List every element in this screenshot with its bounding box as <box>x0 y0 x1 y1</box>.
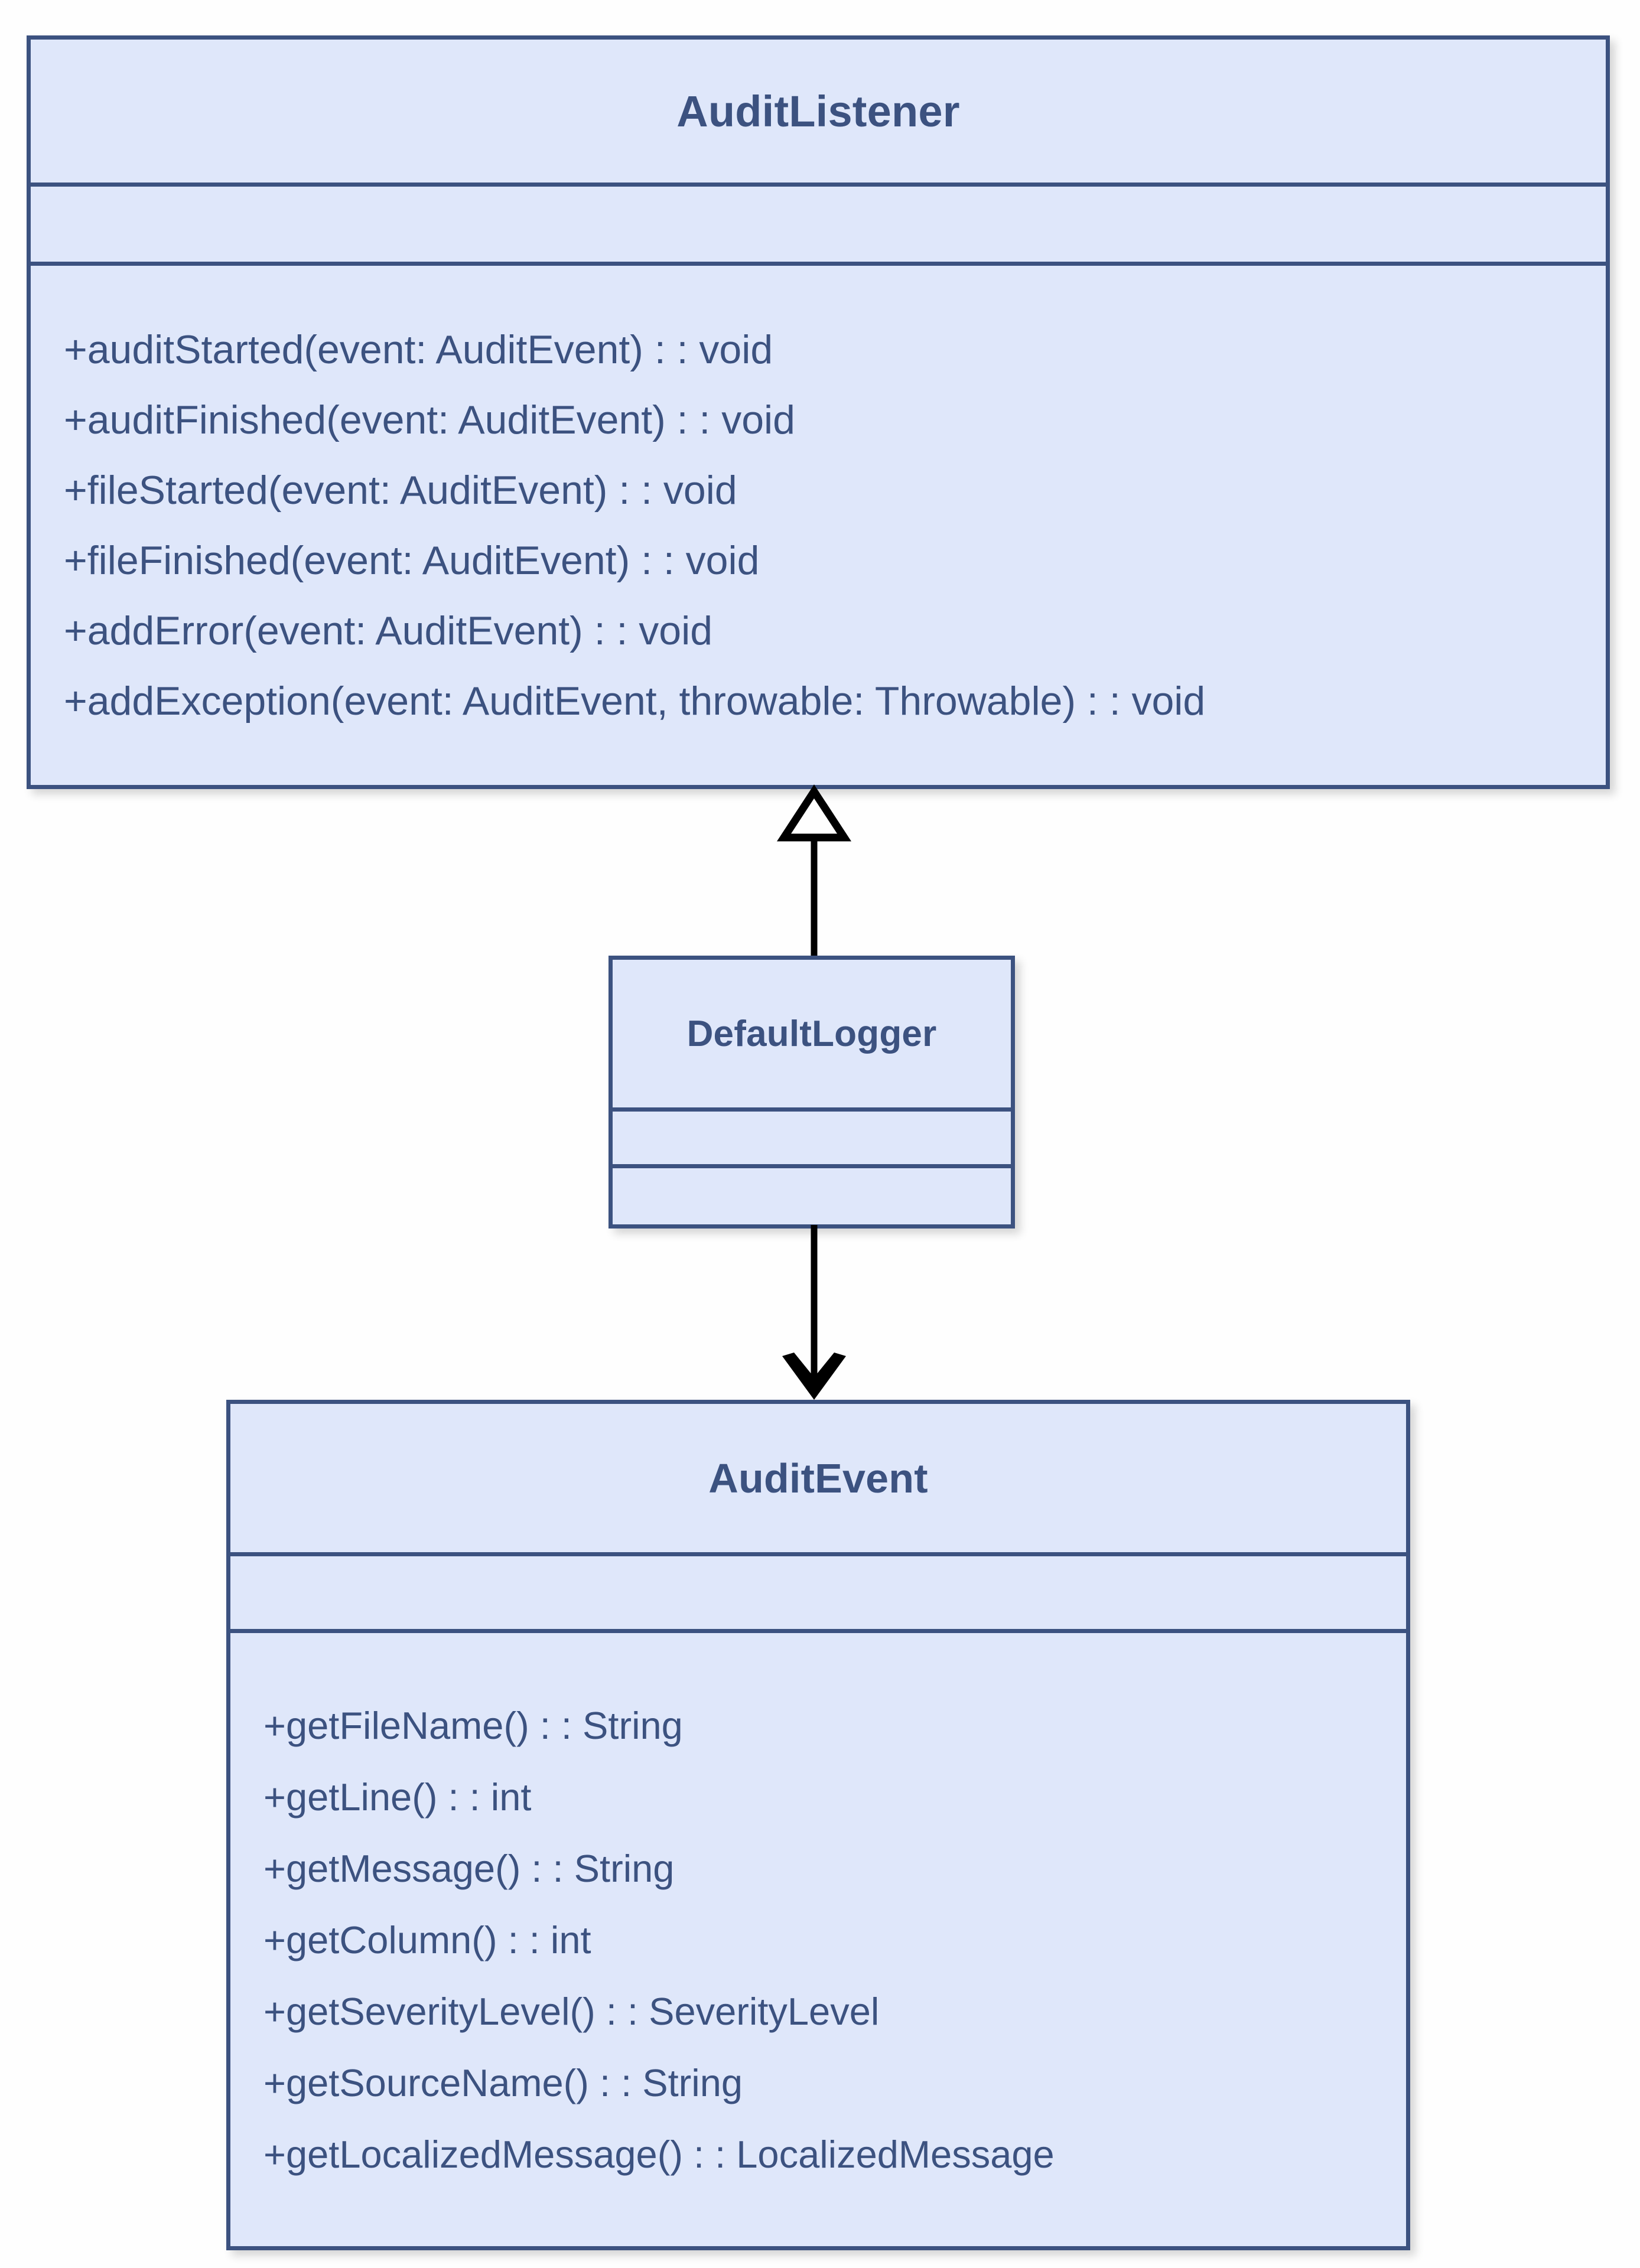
class-box-auditlistener[interactable]: AuditListener +auditStarted(event: Audit… <box>27 35 1610 789</box>
class-method: +getLine() : : int <box>263 1775 532 1819</box>
class-method: +getSourceName() : : String <box>263 2061 743 2104</box>
class-method: +fileStarted(event: AuditEvent) : : void <box>64 467 737 513</box>
class-title-compartment-auditevent: AuditEvent <box>230 1404 1406 1552</box>
class-method: +auditFinished(event: AuditEvent) : : vo… <box>64 397 795 442</box>
class-name-defaultlogger: DefaultLogger <box>686 1013 937 1054</box>
class-methods-compartment-defaultlogger <box>613 1164 1011 1224</box>
association-connector-defaultlogger-to-auditevent <box>782 1225 846 1400</box>
class-attributes-compartment-auditevent <box>230 1552 1406 1629</box>
class-method: +getMessage() : : String <box>263 1846 675 1890</box>
class-method: +getSeverityLevel() : : SeverityLevel <box>263 1989 880 2033</box>
class-method: +getLocalizedMessage() : : LocalizedMess… <box>263 2132 1055 2176</box>
class-attributes-compartment-auditlistener <box>31 183 1606 262</box>
class-box-auditevent[interactable]: AuditEvent +getFileName() : : String +ge… <box>226 1400 1410 2250</box>
class-name-auditevent: AuditEvent <box>708 1455 928 1501</box>
class-method: +addError(event: AuditEvent) : : void <box>64 608 713 653</box>
class-methods-compartment-auditevent: +getFileName() : : String +getLine() : :… <box>230 1629 1406 2246</box>
generalization-connector-defaultlogger-to-auditlistener <box>776 784 852 960</box>
class-attributes-compartment-defaultlogger <box>613 1107 1011 1164</box>
class-title-compartment-defaultlogger: DefaultLogger <box>613 960 1011 1107</box>
class-method: +addException(event: AuditEvent, throwab… <box>64 678 1206 724</box>
class-method: +getColumn() : : int <box>263 1918 591 1961</box>
class-methods-compartment-auditlistener: +auditStarted(event: AuditEvent) : : voi… <box>31 262 1606 785</box>
class-title-compartment-auditlistener: AuditListener <box>31 40 1606 183</box>
class-method: +fileFinished(event: AuditEvent) : : voi… <box>64 537 760 583</box>
class-method: +getFileName() : : String <box>263 1703 683 1747</box>
class-name-auditlistener: AuditListener <box>676 86 960 136</box>
class-box-defaultlogger[interactable]: DefaultLogger <box>609 956 1015 1228</box>
class-method: +auditStarted(event: AuditEvent) : : voi… <box>64 327 773 372</box>
